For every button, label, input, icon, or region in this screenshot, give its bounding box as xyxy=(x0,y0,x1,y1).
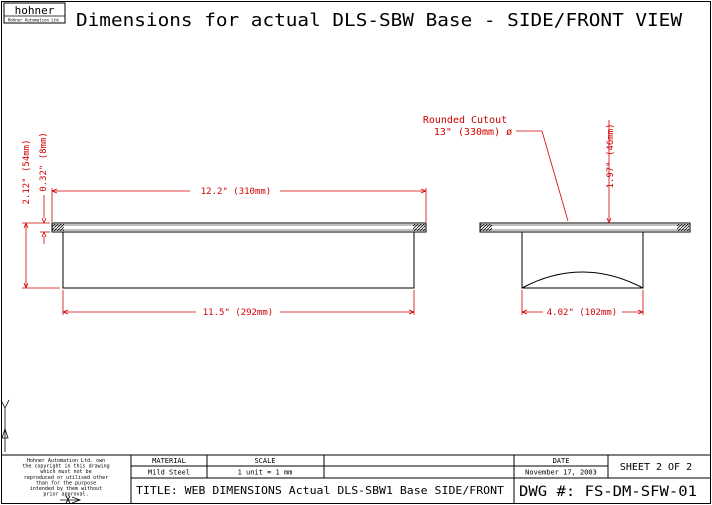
front-dimensions xyxy=(516,120,644,315)
side-dimensions xyxy=(22,188,427,315)
front-rounded-cutout xyxy=(521,271,644,289)
copyright-line: than for the purpose xyxy=(36,480,96,486)
side-plate-hatch-right xyxy=(413,224,425,231)
dim-total-height: 2.12" (54mm) xyxy=(22,139,32,204)
title-block-title: TITLE: WEB DIMENSIONS Actual DLS-SBW1 Ba… xyxy=(136,485,505,497)
copyright-line: reproduced or utilised other xyxy=(24,475,108,481)
drawing-title: Dimensions for actual DLS-SBW Base - SID… xyxy=(76,11,683,31)
dim-front-body-width: 4.02" (102mm) xyxy=(547,308,617,318)
front-plate-hatch-right xyxy=(677,224,689,231)
side-body xyxy=(62,231,415,289)
cutout-value: 13" (330mm) ø xyxy=(434,127,512,138)
side-top-plate xyxy=(51,222,427,233)
side-plate-hatch-left xyxy=(52,224,64,231)
front-plate-hatch-left xyxy=(480,224,492,231)
copyright-line: the copyright in this drawing xyxy=(22,464,109,470)
copyright-line: which must not be xyxy=(40,469,91,475)
material-value: Mild Steel xyxy=(148,469,190,477)
copyright-line: prior approval. xyxy=(43,492,88,498)
dim-plate-thickness: 0.32" (8mm) xyxy=(39,132,49,192)
company-logo: hohner Hohner Automation Ltd. xyxy=(3,2,66,24)
front-top-plate xyxy=(479,222,691,233)
date-header: DATE xyxy=(553,457,570,465)
date-value: November 17, 2003 xyxy=(525,469,597,477)
side-view xyxy=(51,222,427,289)
scale-header: SCALE xyxy=(254,457,275,465)
copyright-line: intended by them without xyxy=(30,486,102,492)
logo-subtitle: Hohner Automation Ltd. xyxy=(8,18,61,23)
scale-value: 1 unit = 1 mm xyxy=(238,469,293,477)
copyright-line: Hohner Automation Ltd. own xyxy=(27,458,105,464)
cutout-label: Rounded Cutout xyxy=(423,115,507,126)
dim-body-length: 11.5" (292mm) xyxy=(203,308,273,318)
title-block xyxy=(2,454,710,503)
logo-name: hohner xyxy=(15,4,55,17)
dim-front-height: 1.97" (46mm) xyxy=(606,123,616,188)
sheet-number: SHEET 2 OF 2 xyxy=(620,462,692,473)
material-header: MATERIAL xyxy=(152,457,186,465)
front-view xyxy=(479,222,691,289)
ucs-axis-icon xyxy=(0,399,82,504)
drawing-number: DWG #: FS-DM-SFW-01 xyxy=(519,484,697,500)
dim-overall-length: 12.2" (310mm) xyxy=(201,187,271,197)
